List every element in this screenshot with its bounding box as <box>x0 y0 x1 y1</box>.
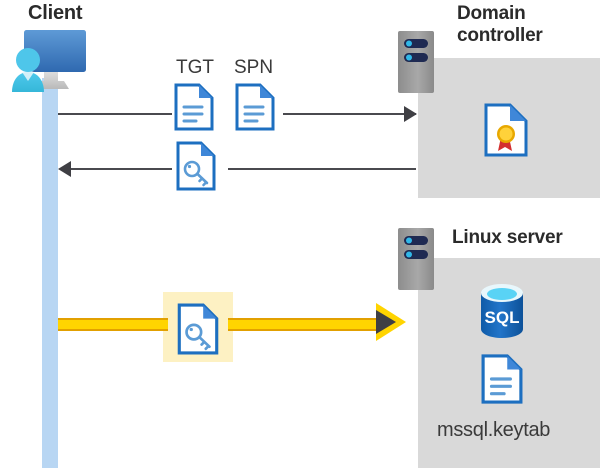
key-document-icon <box>177 303 219 355</box>
keytab-filename-label: mssql.keytab <box>437 419 551 441</box>
domain-controller-title: Domain controller <box>457 3 597 47</box>
response-flow-arrowhead <box>58 161 71 177</box>
response-flow-line-right <box>228 168 416 170</box>
document-icon <box>481 353 523 405</box>
document-icon <box>174 83 214 131</box>
response-flow-line-left <box>70 168 172 170</box>
domain-controller-title-line2: controller <box>457 25 543 47</box>
authenticate-flow-line-left <box>58 318 168 331</box>
authenticate-flow-arrowhead-inner <box>376 310 396 334</box>
server-rack-icon <box>398 228 434 290</box>
linux-server-title: Linux server <box>452 227 563 248</box>
sql-database-text: SQL <box>485 308 520 327</box>
client-title: Client <box>28 2 83 24</box>
authenticate-flow-line-right <box>228 318 380 331</box>
key-document-icon <box>176 141 216 191</box>
request-flow-arrowhead <box>404 106 417 122</box>
request-flow-line-right <box>283 113 416 115</box>
tgt-label: TGT <box>176 57 214 78</box>
server-rack-icon <box>398 31 434 93</box>
client-lifeline <box>42 78 58 468</box>
document-icon <box>235 83 275 131</box>
desktop-user-icon <box>4 26 94 98</box>
sql-database-icon: SQL <box>477 283 527 344</box>
spn-label: SPN <box>234 57 274 78</box>
domain-controller-title-line1: Domain <box>457 3 526 24</box>
certificate-document-icon <box>484 103 528 157</box>
request-flow-line-left <box>58 113 172 115</box>
